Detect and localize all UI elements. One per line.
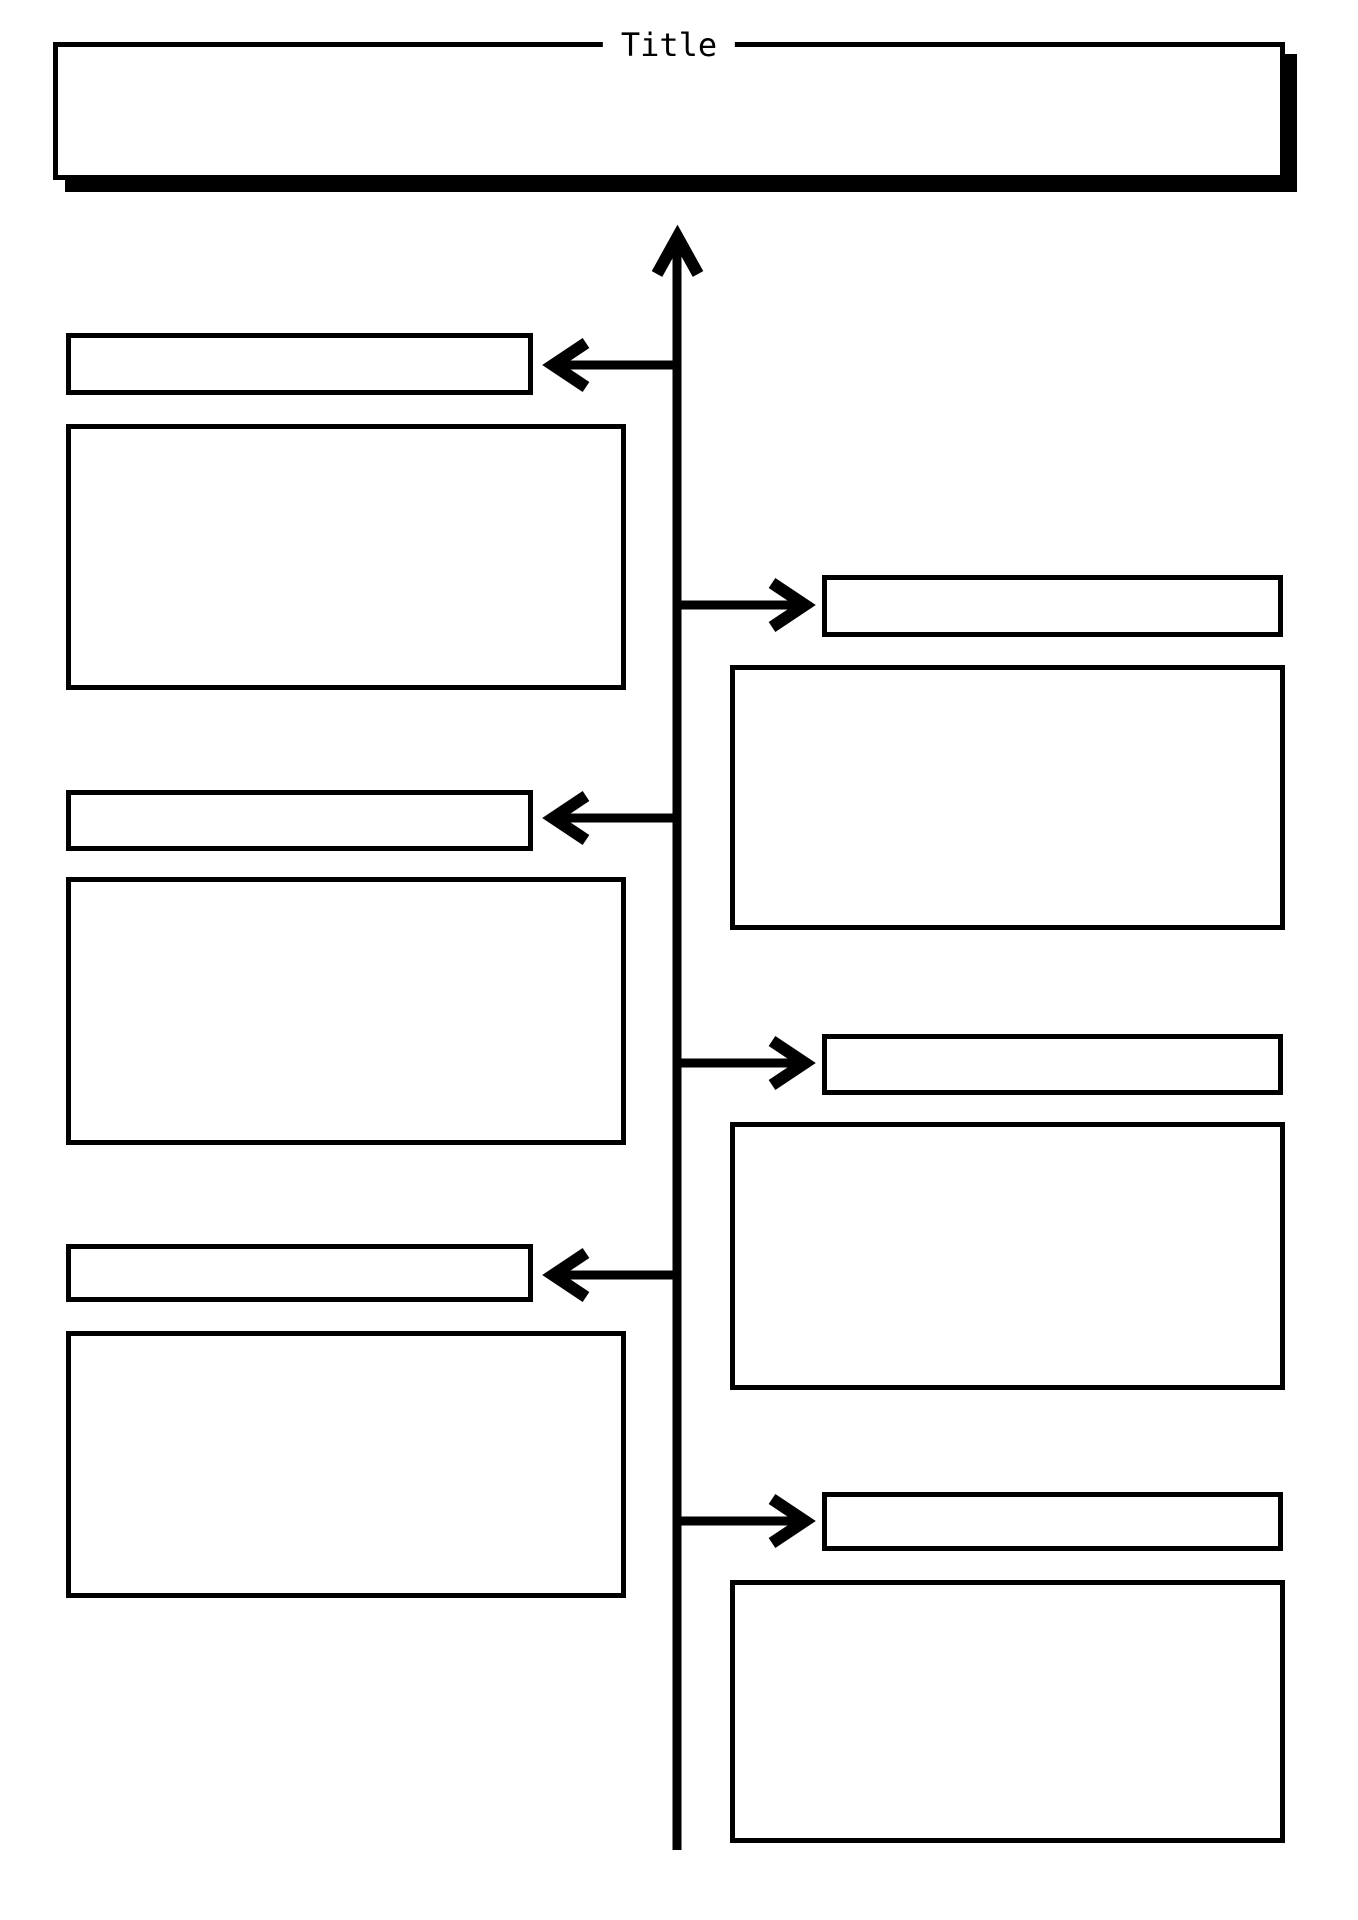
arrow-up-icon bbox=[651, 224, 704, 277]
page-title: Title bbox=[602, 26, 736, 64]
arrow-left-icon bbox=[542, 1248, 590, 1302]
event-description-field-left-2[interactable] bbox=[66, 877, 626, 1145]
arrow-left-icon bbox=[542, 791, 590, 845]
arrow-left-icon bbox=[542, 338, 590, 392]
event-label-field-right-1[interactable] bbox=[822, 575, 1283, 637]
event-label-field-left-2[interactable] bbox=[66, 790, 533, 851]
event-description-field-left-3[interactable] bbox=[66, 1331, 626, 1598]
event-label-field-right-3[interactable] bbox=[822, 1492, 1283, 1551]
title-box[interactable]: Title bbox=[53, 26, 1285, 180]
event-label-field-right-2[interactable] bbox=[822, 1034, 1283, 1095]
arrow-right-icon bbox=[768, 1036, 816, 1090]
event-description-field-right-2[interactable] bbox=[730, 1122, 1285, 1390]
arrow-right-icon bbox=[768, 578, 816, 632]
event-description-field-left-1[interactable] bbox=[66, 424, 626, 690]
event-description-field-right-3[interactable] bbox=[730, 1580, 1285, 1843]
event-description-field-right-1[interactable] bbox=[730, 665, 1285, 930]
event-label-field-left-3[interactable] bbox=[66, 1244, 533, 1302]
arrow-right-icon bbox=[768, 1494, 816, 1548]
event-label-field-left-1[interactable] bbox=[66, 333, 533, 395]
